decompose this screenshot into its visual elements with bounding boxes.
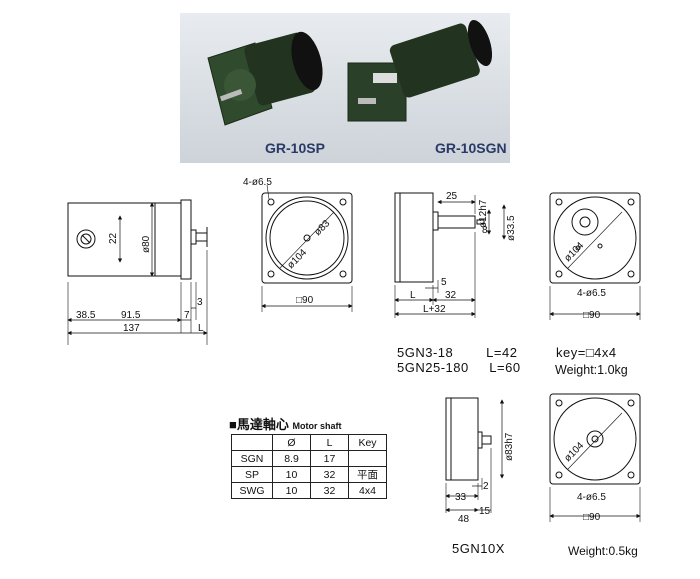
model-label-sp: GR-10SP bbox=[265, 140, 325, 156]
dim-33: 33 bbox=[455, 492, 467, 503]
dim-104: ø104 bbox=[285, 247, 309, 271]
dim-137: 137 bbox=[123, 323, 140, 334]
dim-4-hole-6: 4-ø6.5 bbox=[577, 492, 606, 503]
table-cell: SWG bbox=[231, 482, 273, 499]
model-label-sgn: GR-10SGN bbox=[435, 140, 507, 156]
dim-3: 3 bbox=[197, 297, 203, 308]
gearhead-side-view-3-dims: 25 ø12h7 ø33.5 8 5 L 32 L+32 bbox=[410, 191, 517, 315]
dim-83: ø83 bbox=[312, 218, 332, 238]
dim-15: 15 bbox=[479, 506, 491, 517]
motor-sgn-image bbox=[347, 19, 493, 122]
table-cell: 8.9 bbox=[272, 450, 311, 467]
gearhead-front-view-4-dims: ø104 4-ø6.5 □90 bbox=[562, 240, 606, 321]
weight-1: Weight:1.0kg bbox=[555, 363, 628, 377]
table-row: SGN 8.9 17 bbox=[231, 450, 387, 467]
key-spec: key=□4x4 bbox=[556, 345, 617, 360]
dim-38-5: 38.5 bbox=[76, 310, 96, 321]
dim-91-5: 91.5 bbox=[121, 310, 141, 321]
dim-l: L bbox=[198, 323, 204, 334]
shaft-table-title: ■馬達軸心 Motor shaft bbox=[229, 414, 341, 433]
dim-12h7: ø12h7 bbox=[478, 199, 489, 228]
dim-4-hole: 4-ø6.5 bbox=[243, 177, 272, 188]
side-view-1 bbox=[67, 199, 208, 345]
spec-line-2: 5GN25-180 L=60 bbox=[397, 360, 521, 375]
table-row: SP 10 32 平面 bbox=[231, 466, 387, 483]
table-cell: SP bbox=[231, 466, 273, 483]
motor-sp-image bbox=[207, 31, 323, 126]
table-header-row: Ø L Key bbox=[231, 434, 387, 451]
shaft-title-cn: ■馬達軸心 bbox=[229, 417, 289, 432]
product-photo: GR-10SP GR-10SGN bbox=[180, 13, 510, 163]
dim-25: 25 bbox=[446, 191, 458, 202]
shaft-title-en: Motor shaft bbox=[292, 421, 342, 431]
motor-shaft-table: Ø L Key SGN 8.9 17 SP 10 32 平面 SWG 10 32… bbox=[231, 434, 387, 499]
table-header-cell: Ø bbox=[272, 434, 311, 451]
gearhead-side-view-3 bbox=[394, 192, 507, 318]
dim-80: ø80 bbox=[141, 235, 152, 253]
table-cell: 17 bbox=[310, 450, 349, 467]
table-header-cell bbox=[231, 434, 273, 451]
dim-104-4: ø104 bbox=[562, 240, 586, 264]
dim-32: 32 bbox=[445, 290, 457, 301]
table-row: SWG 10 32 4x4 bbox=[231, 482, 387, 499]
gearhead-front-view-6 bbox=[549, 393, 641, 522]
table-cell bbox=[348, 450, 387, 467]
table-cell: 10 bbox=[272, 482, 311, 499]
table-cell: 10 bbox=[272, 466, 311, 483]
dim-5: 5 bbox=[441, 277, 447, 288]
weight-2: Weight:0.5kg bbox=[568, 544, 638, 558]
dim-l-plus-32: L+32 bbox=[423, 304, 446, 315]
front-view-2-dims: 4-ø6.5 ø83 ø104 □90 bbox=[243, 177, 333, 306]
table-cell: 32 bbox=[310, 482, 349, 499]
dim-l-3: L bbox=[410, 290, 416, 301]
dim-2: 2 bbox=[483, 481, 489, 492]
spec-line-1: 5GN3-18 L=42 bbox=[397, 345, 518, 360]
table-header-cell: Key bbox=[348, 434, 387, 451]
dim-4-hole-4: 4-ø6.5 bbox=[577, 288, 606, 299]
dim-33-5: ø33.5 bbox=[506, 215, 517, 241]
side-view-1-dims: 38.5 91.5 137 7 3 L 22 ø80 bbox=[76, 232, 204, 334]
model-5gn10x: 5GN10X bbox=[452, 541, 505, 556]
gearhead-side-view-5 bbox=[445, 397, 505, 513]
table-cell: 32 bbox=[310, 466, 349, 483]
dim-22: 22 bbox=[108, 232, 119, 244]
front-view-2 bbox=[261, 184, 353, 312]
table-cell: 4x4 bbox=[348, 482, 387, 499]
dim-83h7: ø83h7 bbox=[504, 432, 515, 461]
dim-90: □90 bbox=[296, 295, 314, 306]
dim-104-6: ø104 bbox=[562, 440, 586, 464]
dim-7: 7 bbox=[184, 310, 190, 321]
table-cell: SGN bbox=[231, 450, 273, 467]
dim-90-4: □90 bbox=[583, 310, 601, 321]
table-header-cell: L bbox=[310, 434, 349, 451]
dim-48: 48 bbox=[458, 514, 470, 525]
gearhead-side-view-5-dims: ø83h7 2 33 48 15 bbox=[455, 432, 515, 525]
table-cell: 平面 bbox=[348, 466, 387, 483]
gearhead-front-view-4 bbox=[549, 192, 641, 320]
dim-8: 8 bbox=[482, 225, 488, 236]
dim-90-6: □90 bbox=[583, 512, 601, 523]
